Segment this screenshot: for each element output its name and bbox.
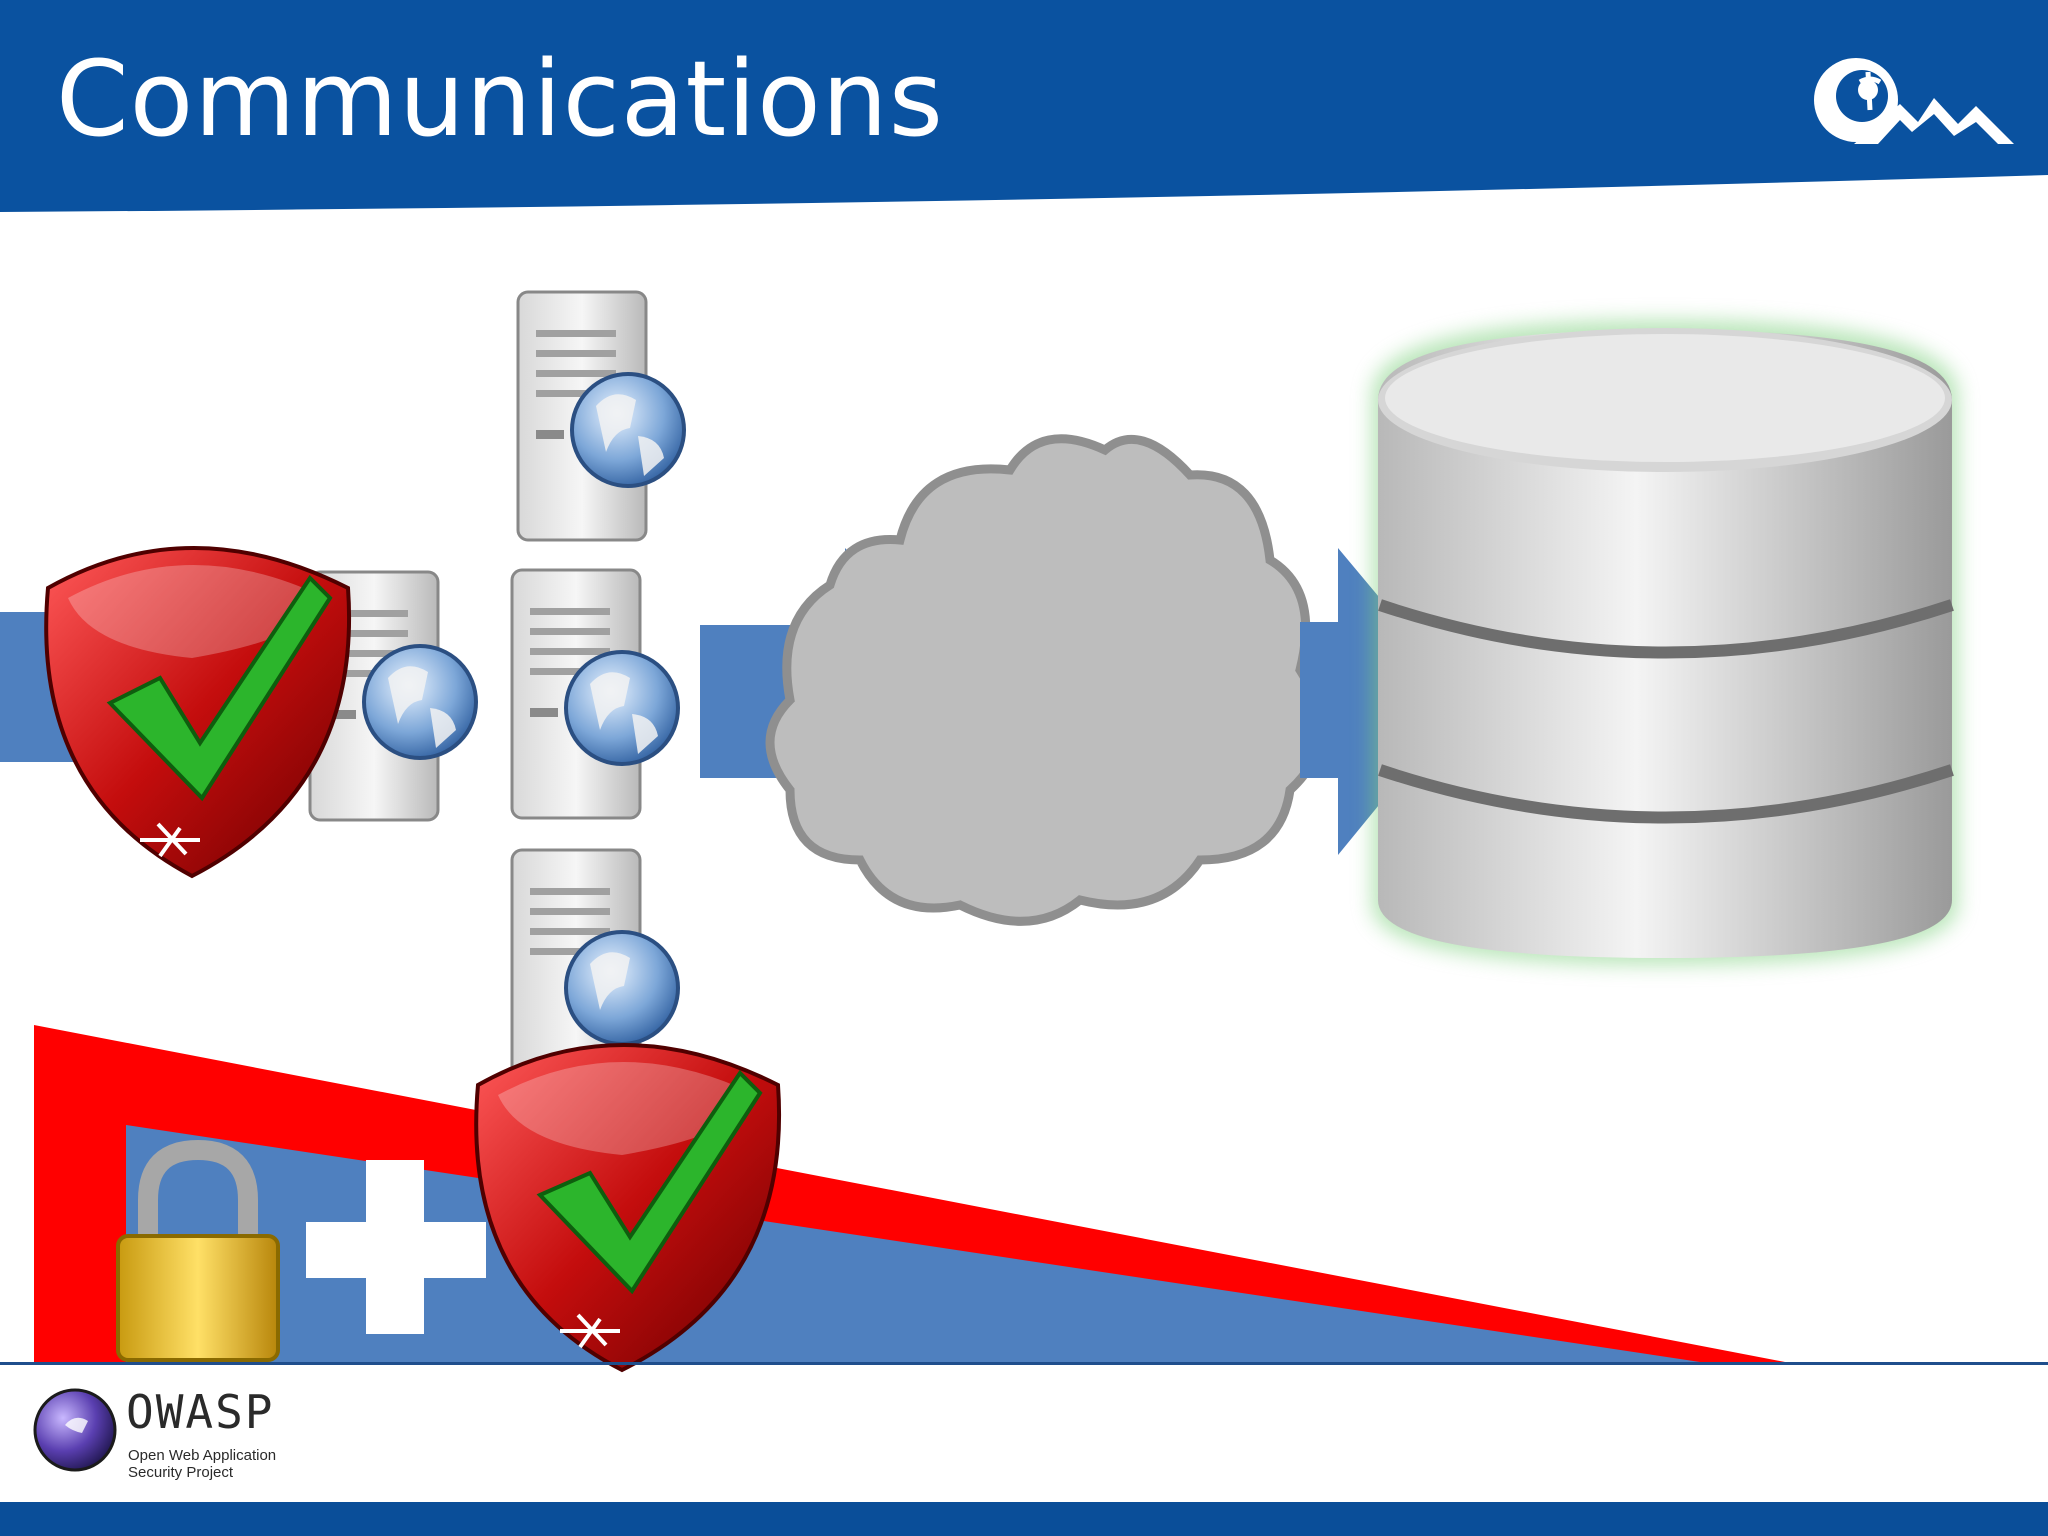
strength-wedge — [34, 1025, 1785, 1362]
owasp-logo: OWASP Open Web Application Security Proj… — [30, 1385, 330, 1495]
slide-title: Communications — [56, 38, 944, 160]
cloud-icon — [765, 434, 1325, 926]
owasp-tagline-line-2: Security Project — [128, 1464, 234, 1481]
web-server-icon — [510, 848, 680, 1100]
database-icon — [1372, 320, 1958, 965]
header-banner — [0, 0, 2048, 212]
mountain-sun-logo-icon — [1814, 58, 2014, 144]
owasp-tagline: Open Web Application Security Project — [128, 1447, 328, 1481]
web-server-icon — [510, 568, 680, 820]
web-server-icon — [516, 290, 686, 542]
shield-check-icon — [474, 1043, 781, 1373]
padlock-icon — [116, 1139, 280, 1362]
plus-icon — [306, 1160, 486, 1334]
footer-bar — [0, 1502, 2048, 1536]
owasp-globe-icon — [33, 1388, 117, 1472]
owasp-tagline-line-1: Open Web Application — [128, 1447, 277, 1464]
shield-check-icon — [44, 546, 351, 879]
footer-divider — [0, 1362, 2048, 1365]
owasp-name: OWASP — [126, 1385, 275, 1439]
